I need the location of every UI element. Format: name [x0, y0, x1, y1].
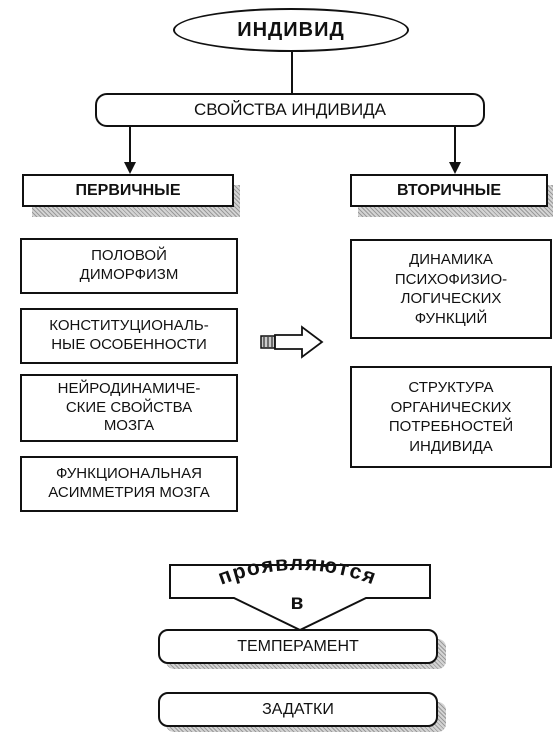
- primary-item: ФУНКЦИОНАЛЬНАЯ АСИММЕТРИЯ МОЗГА: [20, 456, 238, 512]
- temperament-label: ТЕМПЕРАМЕНТ: [237, 637, 359, 655]
- primary-item-label: ФУНКЦИОНАЛЬНАЯ АСИММЕТРИЯ МОЗГА: [48, 465, 210, 501]
- down-arrow: [169, 564, 431, 632]
- primary-item-label: ПОЛОВОЙ ДИМОРФИЗМ: [79, 247, 179, 283]
- secondary-item: СТРУКТУРА ОРГАНИЧЕСКИХ ПОТРЕБНОСТЕЙ ИНДИ…: [350, 366, 552, 468]
- arrowhead-primary: [124, 162, 136, 174]
- primary-item: ПОЛОВОЙ ДИМОРФИЗМ: [20, 238, 238, 294]
- arrowhead-secondary: [449, 162, 461, 174]
- secondary-header: ВТОРИЧНЫЕ: [350, 174, 548, 207]
- inclinations-node: ЗАДАТКИ: [158, 692, 438, 727]
- manifest-in-text: в: [291, 591, 304, 614]
- temperament-node: ТЕМПЕРАМЕНТ: [158, 629, 438, 664]
- root-title: ИНДИВИД: [237, 18, 345, 41]
- primary-item-label: НЕЙРОДИНАМИЧЕ- СКИЕ СВОЙСТВА МОЗГА: [57, 379, 201, 435]
- horizontal-arrow: [260, 325, 324, 359]
- primary-item: НЕЙРОДИНАМИЧЕ- СКИЕ СВОЙСТВА МОЗГА: [20, 374, 238, 442]
- secondary-header-label: ВТОРИЧНЫЕ: [396, 181, 502, 199]
- root-node: ИНДИВИД: [173, 8, 409, 52]
- secondary-item-label: СТРУКТУРА ОРГАНИЧЕСКИХ ПОТРЕБНОСТЕЙ ИНДИ…: [388, 379, 514, 455]
- primary-item: КОНСТИТУЦИОНАЛЬ- НЫЕ ОСОБЕННОСТИ: [20, 308, 238, 364]
- properties-node: СВОЙСТВА ИНДИВИДА: [95, 93, 485, 127]
- primary-item-label: КОНСТИТУЦИОНАЛЬ- НЫЕ ОСОБЕННОСТИ: [49, 317, 209, 353]
- primary-header: ПЕРВИЧНЫЕ: [22, 174, 234, 207]
- secondary-item: ДИНАМИКА ПСИХОФИЗИО- ЛОГИЧЕСКИХ ФУНКЦИЙ: [350, 239, 552, 339]
- inclinations-label: ЗАДАТКИ: [262, 700, 334, 718]
- properties-label: СВОЙСТВА ИНДИВИДА: [193, 100, 387, 119]
- secondary-item-label: ДИНАМИКА ПСИХОФИЗИО- ЛОГИЧЕСКИХ ФУНКЦИЙ: [394, 251, 508, 327]
- primary-header-label: ПЕРВИЧНЫЕ: [75, 181, 181, 199]
